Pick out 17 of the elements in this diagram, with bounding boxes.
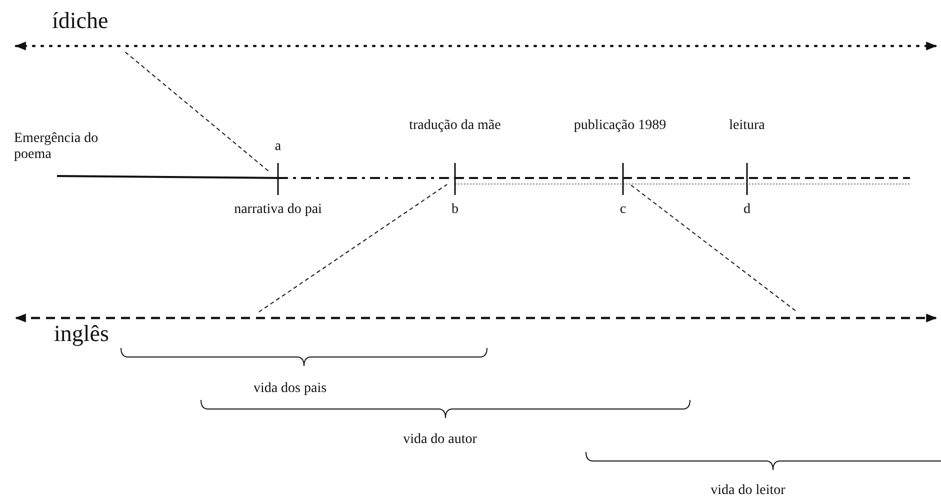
connector-line xyxy=(258,184,448,312)
language-label: ídiche xyxy=(52,8,108,34)
event-label: leitura xyxy=(729,118,765,134)
point-letter: d xyxy=(744,202,750,218)
lifespan-label: vida dos pais xyxy=(253,381,327,398)
event-label: narrativa do pai xyxy=(234,202,322,218)
event-label: publicação 1989 xyxy=(574,118,666,134)
point-letter: c xyxy=(620,202,626,218)
event-label: tradução da mãe xyxy=(409,118,501,134)
point-letter: b xyxy=(452,202,458,218)
lifespan-label: vida do leitor xyxy=(710,483,786,500)
connector-line xyxy=(124,52,270,173)
event-label: Emergência do poema xyxy=(14,131,100,164)
language-label: inglês xyxy=(54,321,109,348)
lifespan-label: vida do autor xyxy=(403,432,477,448)
connector-line xyxy=(630,184,798,312)
point-letter: a xyxy=(274,139,282,156)
